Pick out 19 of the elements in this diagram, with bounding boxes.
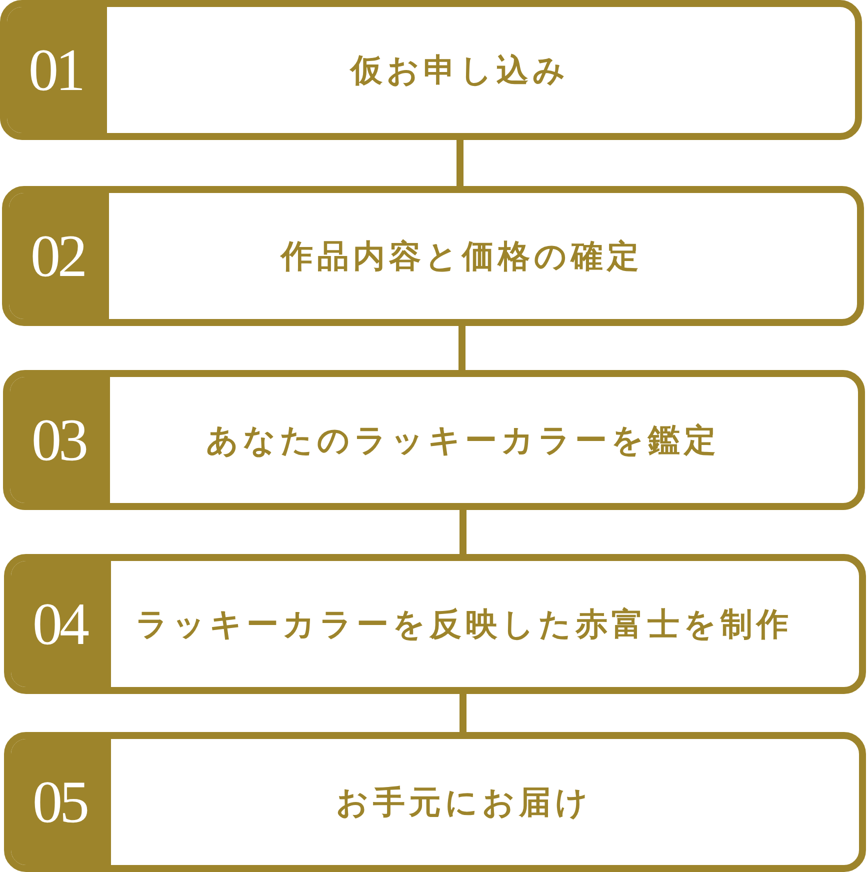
step-number: 01 bbox=[7, 7, 107, 133]
step-number: 03 bbox=[10, 377, 110, 503]
connector-line bbox=[458, 326, 466, 370]
step-title: 作品内容と価格の確定 bbox=[281, 238, 643, 274]
step-title: お手元にお届け bbox=[336, 784, 592, 820]
step-box bbox=[2, 186, 864, 326]
connector-line bbox=[456, 140, 464, 186]
step-title: 仮お申し込み bbox=[350, 52, 570, 88]
step-box bbox=[4, 732, 866, 872]
step-number: 02 bbox=[9, 193, 109, 319]
step-title: ラッキーカラーを反映した赤富士を制作 bbox=[136, 606, 792, 642]
step-box bbox=[3, 370, 865, 510]
step-number: 05 bbox=[11, 739, 111, 865]
step-box bbox=[0, 0, 862, 140]
step-box bbox=[4, 554, 866, 694]
connector-line bbox=[460, 510, 466, 554]
connector-line bbox=[460, 694, 466, 732]
step-number: 04 bbox=[11, 561, 111, 687]
step-title: あなたのラッキーカラーを鑑定 bbox=[206, 422, 720, 458]
